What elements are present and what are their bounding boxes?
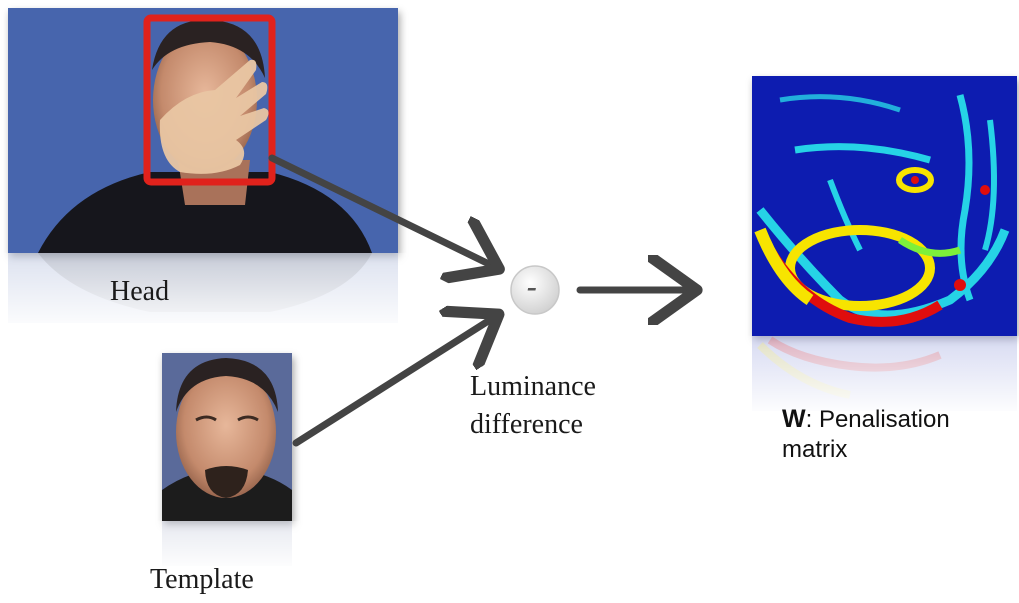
penalisation-label-line2: matrix — [782, 436, 848, 463]
template-image — [162, 353, 292, 521]
arrow-right-icon — [292, 318, 493, 447]
head-reflection — [0, 253, 410, 333]
penalisation-heatmap — [752, 76, 1017, 336]
head-image — [8, 8, 398, 253]
operator-label: - — [527, 270, 537, 303]
penalisation-matrix-label: W: Penalisation matrix — [782, 404, 950, 465]
luminance-label-line2: difference — [470, 409, 583, 440]
w-symbol: W — [782, 405, 806, 433]
template-label: Template — [150, 564, 254, 595]
minus-circle-icon — [510, 265, 560, 315]
heatmap-reflection — [745, 336, 1019, 416]
luminance-label-line1: Luminance — [470, 371, 596, 402]
penalisation-label-line1: W: Penalisation — [782, 404, 950, 435]
luminance-difference-label: Luminance difference — [470, 368, 596, 444]
arrow-right-icon — [268, 154, 493, 266]
penalisation-text: : Penalisation — [805, 406, 950, 433]
template-reflection — [150, 521, 300, 571]
head-label: Head — [110, 276, 170, 307]
